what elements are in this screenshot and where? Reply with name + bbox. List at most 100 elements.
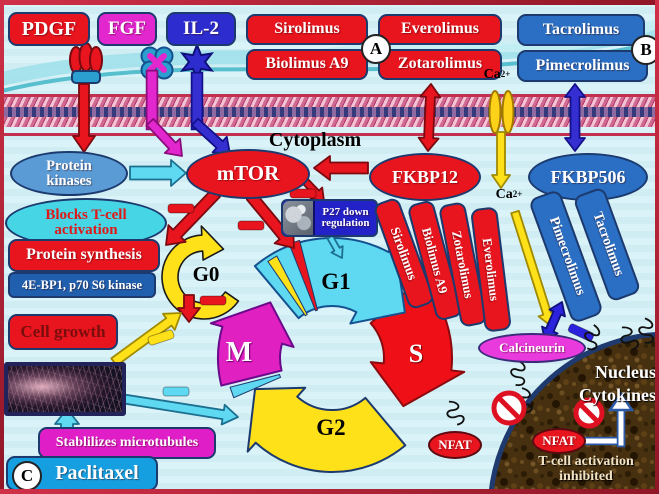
phase-m-label: M <box>218 332 260 374</box>
kinase-targets-box: 4E-BP1, p70 S6 kinase <box>8 272 156 298</box>
sirolimus-box: Sirolimus <box>246 14 368 45</box>
protein-kinases-node: Protein kinases <box>10 151 128 196</box>
biolimus-text: Biolimus A9 <box>265 55 349 73</box>
edge-left <box>0 0 4 494</box>
p27-box: P27 down regulation <box>281 199 378 237</box>
membrane-core <box>0 107 659 117</box>
g2-text: G2 <box>316 414 346 440</box>
sirolimus-text: Sirolimus <box>274 20 340 38</box>
calcium-channel-icon <box>501 90 515 134</box>
m-g2-junction-wedge <box>229 373 282 399</box>
arrow-microtubule-to-m-yellow <box>110 312 182 367</box>
prohibition-slash <box>578 402 600 424</box>
pdgf-text: PDGF <box>21 17 77 40</box>
prohibition-slash <box>497 396 521 420</box>
inhibition-minus <box>289 188 317 199</box>
restriction-point-wedge <box>288 239 319 312</box>
g1-text: G1 <box>321 268 351 294</box>
fgf-label: FGF <box>97 12 157 46</box>
everolimus-box: Everolimus <box>378 14 502 45</box>
ca-top-sup: 2+ <box>500 69 511 80</box>
everolimus-text: Everolimus <box>401 20 479 38</box>
arrow-il2-to-mtor <box>191 117 231 155</box>
ca-bottom-base: Ca <box>495 186 513 202</box>
edge-top <box>0 0 659 5</box>
everolimus-vertical-text: Everolimus <box>479 237 503 302</box>
cytoplasm-label: Cytoplasm <box>250 127 380 153</box>
mtor-text: mTOR <box>216 161 280 186</box>
nfat-nucleus-text: NFAT <box>542 433 576 449</box>
arrow-pimecrolimus-calcineurin-block <box>541 301 566 342</box>
inhibition-minus <box>147 329 175 346</box>
p27-text: P27 down regulation <box>321 205 370 229</box>
group-c-text: C <box>20 466 34 485</box>
cytokines-label: Cytokines <box>536 383 656 407</box>
blocks-tcell-text: Blocks T-cell activation <box>45 206 127 238</box>
tacrolimus-text: Tacrolimus <box>542 20 620 38</box>
dna-coil-icon <box>507 358 531 388</box>
il2-text: IL-2 <box>183 18 219 40</box>
cytokines-text: Cytokines <box>578 384 656 405</box>
protein-kinases-text: Protein kinases <box>46 157 92 189</box>
edge-right <box>655 0 659 494</box>
nfat-node-nucleus: NFAT <box>532 428 586 454</box>
membrane-outer-leaflet <box>0 97 659 107</box>
cell-membrane <box>0 94 659 136</box>
group-b-badge: B <box>631 35 659 65</box>
fkbp12-text: FKBP12 <box>392 166 458 187</box>
inhibition-minus <box>237 220 265 231</box>
fkbp506-text: FKBP506 <box>550 166 626 187</box>
group-a-badge: A <box>361 34 391 64</box>
nfat-cytoplasm-text: NFAT <box>438 437 472 453</box>
mtor-node: mTOR <box>186 149 310 199</box>
pdgf-label: PDGF <box>8 12 90 46</box>
s-text: S <box>408 339 424 369</box>
membrane-inner-leaflet <box>0 117 659 127</box>
arrow-zotarolimus-fkbp12 <box>417 83 442 152</box>
early-g1-wedge <box>267 255 308 317</box>
edge-bottom <box>0 489 659 494</box>
group-a-text: A <box>369 39 383 58</box>
cycle-g2-arrow <box>246 386 407 473</box>
phase-s-label: S <box>398 334 434 374</box>
dna-coil-icon <box>444 398 466 427</box>
arrow-fgf-to-mtor <box>145 118 183 157</box>
arrow-kinases-to-mtor <box>129 159 187 187</box>
zotarolimus-text: Zotarolimus <box>397 55 483 73</box>
nfat-node-cytoplasm: NFAT <box>428 431 482 459</box>
calcineurin-node: Calcineurin <box>478 333 586 363</box>
cell-growth-text: Cell growth <box>20 322 106 342</box>
inhibition-minus <box>567 323 595 342</box>
phase-g0-label: G0 <box>185 258 227 290</box>
p27-micrograph-icon <box>283 201 315 235</box>
arrow-fkbp12-to-mtor <box>313 155 369 181</box>
cycle-m-arrow <box>209 301 295 387</box>
arrow-nfat-to-cytokines-head <box>607 391 635 412</box>
kinase-targets-text: 4E-BP1, p70 S6 kinase <box>21 277 143 292</box>
arrow-calcium-influx <box>491 131 511 189</box>
tcell-inhibited-text: T-cell activation inhibited <box>538 454 634 484</box>
arrow-pdgf-to-kinases <box>72 83 96 153</box>
cytoplasm-text: Cytoplasm <box>268 128 362 151</box>
protein-synthesis-box: Protein synthesis <box>8 239 160 272</box>
ca-bottom-sup: 2+ <box>512 189 523 200</box>
nucleus-text: Nucleus <box>594 361 656 382</box>
fgf-text: FGF <box>108 18 146 40</box>
p27-text-wrap: P27 down regulation <box>315 201 376 235</box>
paclitaxel-text: Paclitaxel <box>55 462 139 485</box>
nucleus-label: Nucleus <box>536 360 656 384</box>
microtubule-image <box>4 362 126 416</box>
group-b-text: B <box>640 40 652 59</box>
tcell-inhibited-label: T-cell activation inhibited <box>514 450 658 490</box>
calcineurin-text: Calcineurin <box>499 340 565 356</box>
pimecrolimus-text: Pimecrolimus <box>535 56 630 74</box>
cell-growth-box: Cell growth <box>8 314 118 350</box>
inhibition-minus <box>162 386 190 397</box>
fkbp12-node: FKBP12 <box>369 153 481 201</box>
biolimus-box: Biolimus A9 <box>246 49 368 80</box>
m-text: M <box>225 337 253 369</box>
